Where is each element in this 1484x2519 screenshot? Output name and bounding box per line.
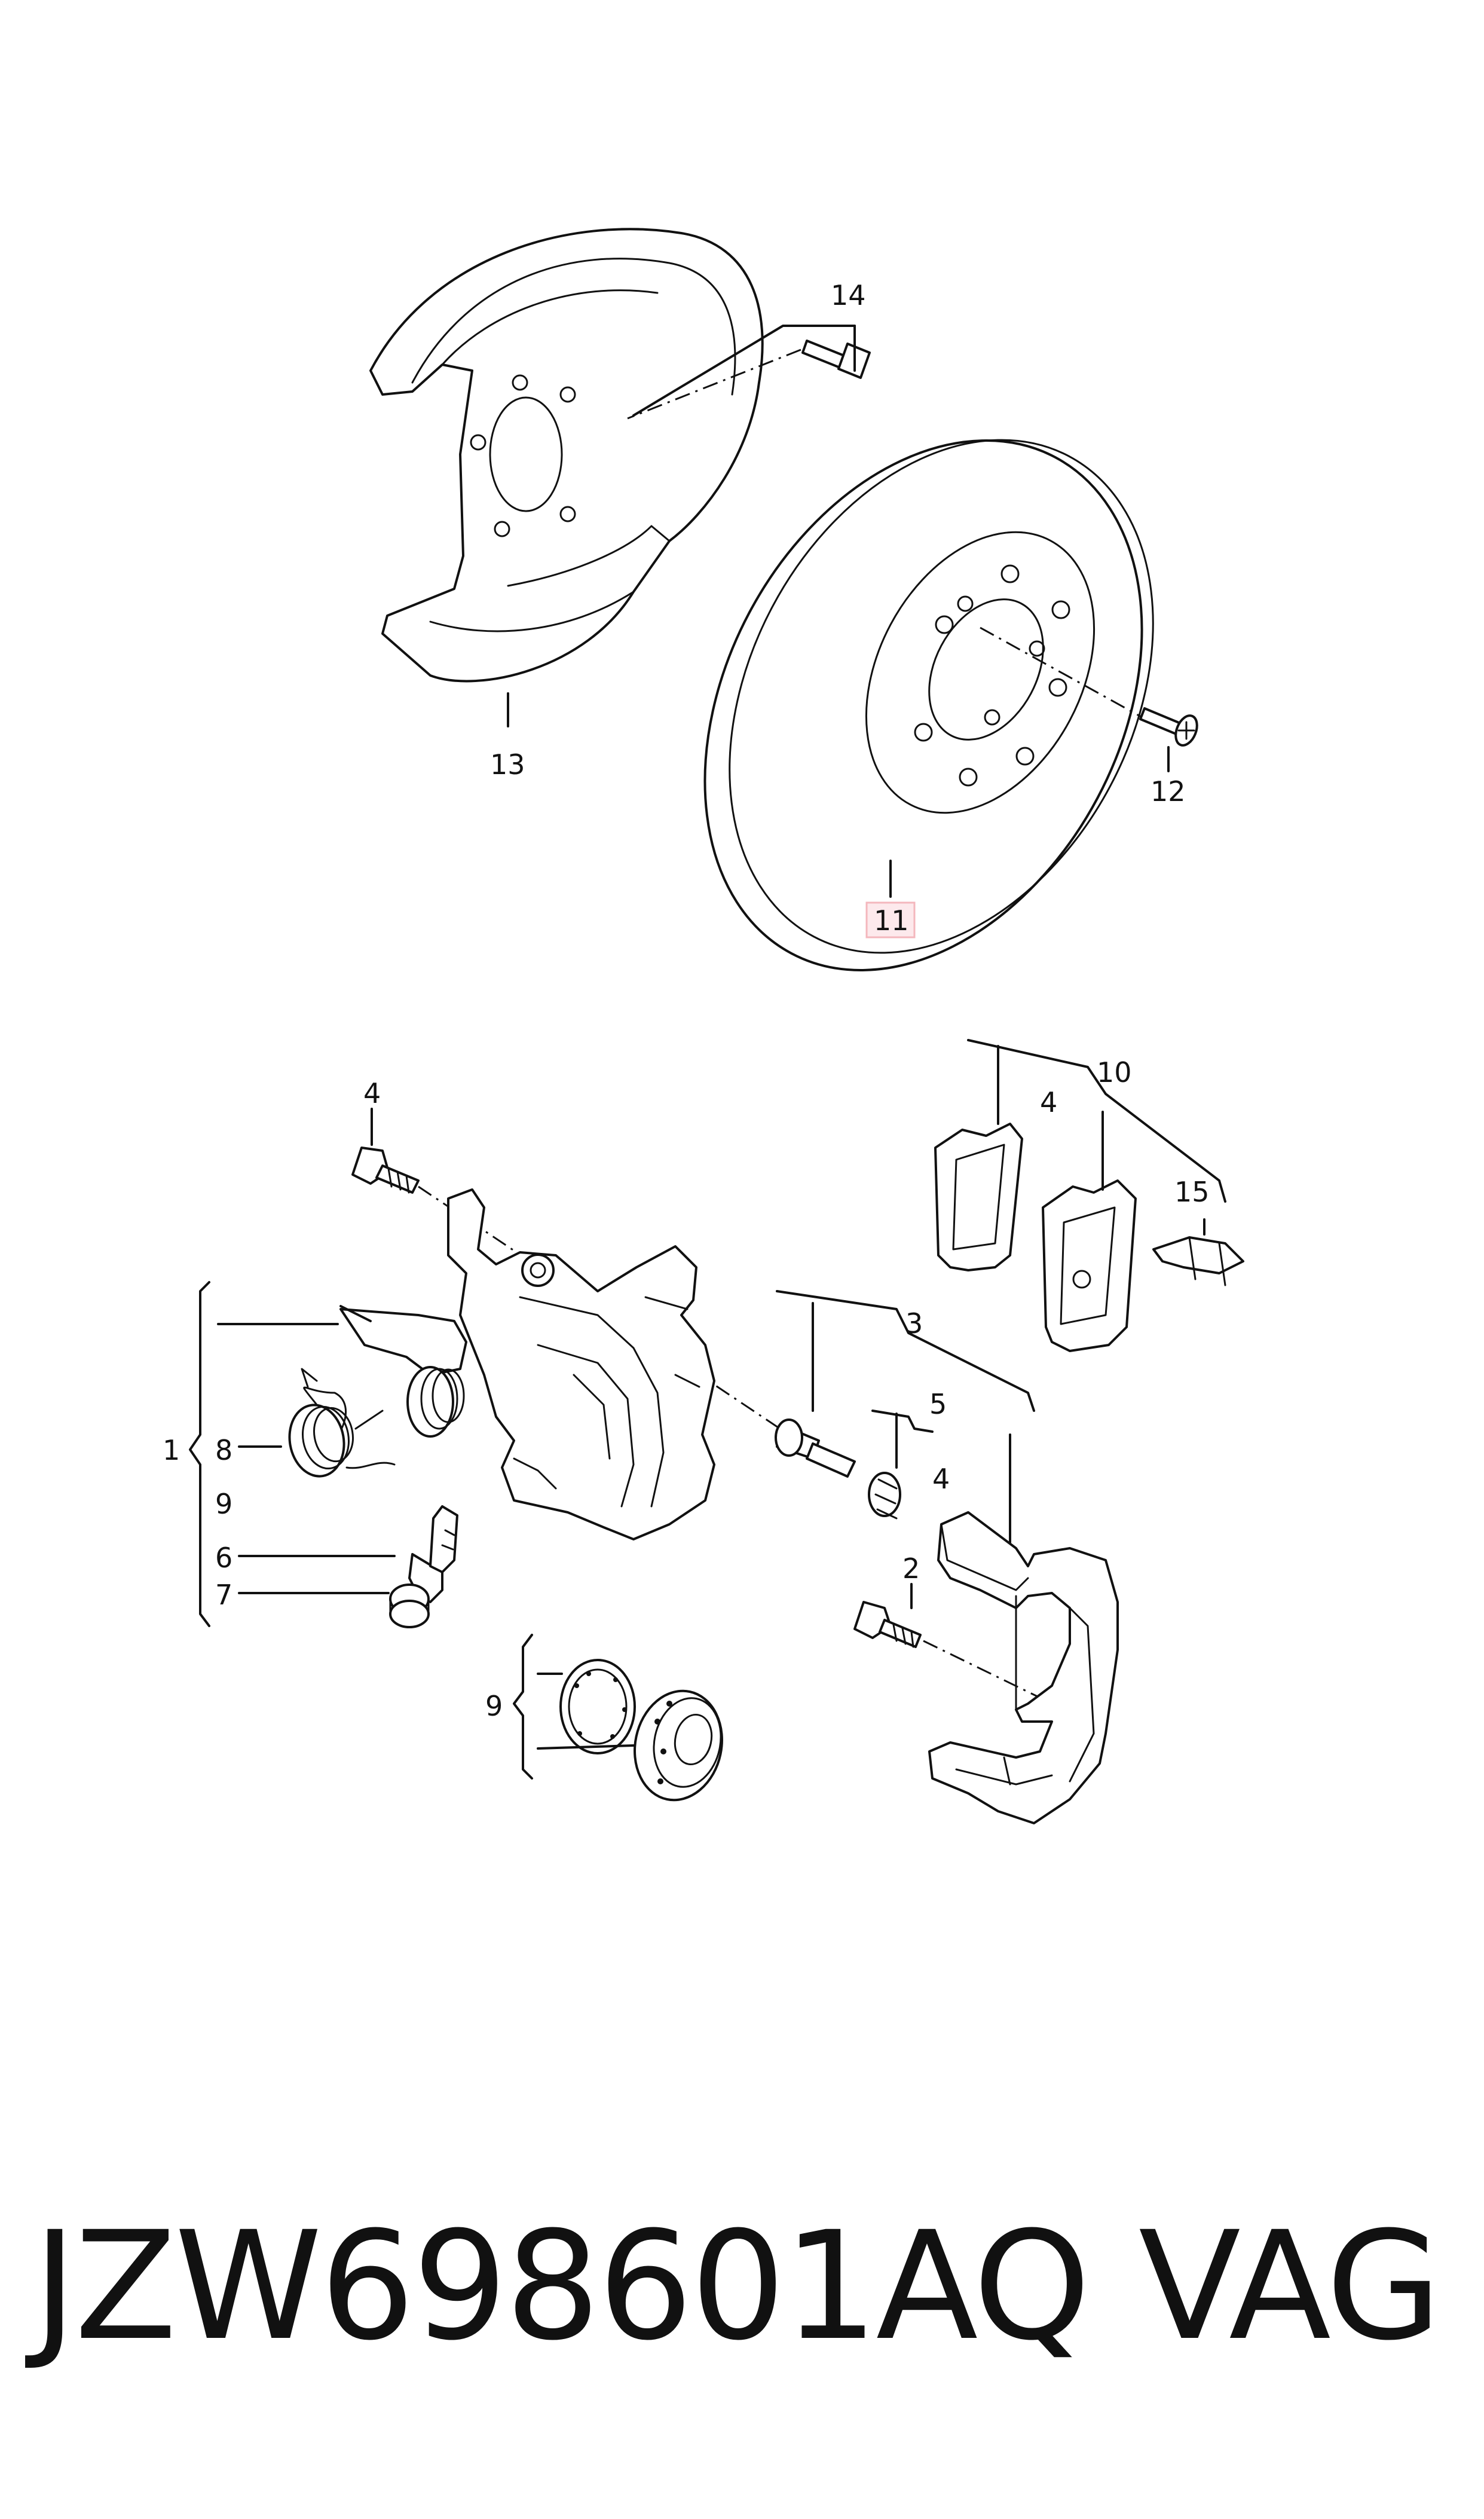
callout-12: 12 — [1151, 775, 1186, 808]
guide-pin — [775, 1290, 1035, 1543]
callout-10: 10 — [1097, 1056, 1132, 1089]
callout-14: 14 — [831, 279, 866, 311]
callout-5: 5 — [929, 1388, 947, 1420]
callout-2: 2 — [902, 1552, 920, 1585]
callout-7: 7 — [215, 1579, 232, 1611]
brake-pads — [934, 1039, 1244, 1352]
callout-3: 3 — [905, 1307, 923, 1340]
callout-8: 8 — [215, 1434, 232, 1466]
callout-4c: 4 — [932, 1463, 950, 1495]
callout-9b: 9 — [485, 1690, 503, 1722]
dust-shield — [369, 228, 764, 683]
bolt-2 — [853, 1583, 1041, 1699]
callout-9a: 9 — [215, 1488, 232, 1520]
callout-11: 11 — [874, 904, 909, 937]
callout-labels: 14 13 12 10 4 15 4 3 5 4 2 1 8 9 6 7 9 — [163, 279, 1210, 1722]
brand-name: VAG — [1139, 2199, 1442, 2373]
callout-1: 1 — [163, 1434, 180, 1466]
repair-kit — [559, 1659, 723, 1802]
caliper-carrier — [928, 1511, 1119, 1824]
upper-leaders — [507, 325, 1170, 898]
callout-4b: 4 — [363, 1077, 381, 1109]
return-spring — [288, 1305, 467, 1478]
bleeder-valve — [389, 1505, 458, 1628]
brake-caliper — [447, 1188, 715, 1540]
callout-4a: 4 — [1040, 1086, 1057, 1118]
callout-15: 15 — [1174, 1176, 1210, 1208]
callout-11-highlight[interactable]: 11 — [865, 901, 916, 938]
brake-disc — [703, 439, 1154, 971]
callout-13: 13 — [490, 748, 525, 781]
screw-12 — [1139, 707, 1198, 747]
callout-6: 6 — [215, 1542, 232, 1574]
left-brace — [189, 1281, 635, 1780]
part-number: JZW698601AQ — [33, 2199, 1091, 2373]
